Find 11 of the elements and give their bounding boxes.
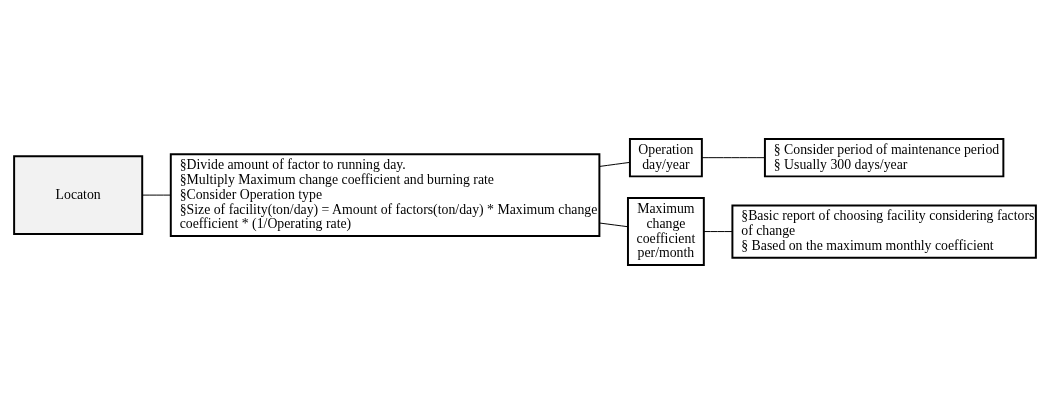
connector bbox=[141, 194, 172, 196]
connector bbox=[599, 161, 631, 167]
node-box: §Basic report of choosing facility considering factors of change § Based on the maximum monthly coefficient bbox=[731, 204, 1037, 259]
connector bbox=[703, 231, 733, 233]
node-box: Locaton bbox=[13, 155, 144, 235]
node-box: Operation day/year bbox=[628, 137, 703, 178]
node-box: §Divide amount of factor to running day. §Multiply Maximum change coefficient and burning rate §Consider Operation type §Size of facility(ton/day) = Amount of factors(ton/day) * Maximum change coefficient * (1/Operating rate) bbox=[169, 153, 601, 237]
connector bbox=[701, 157, 766, 159]
node-box: § Consider period of maintenance period § Usually 300 days/year bbox=[763, 137, 1005, 178]
connector bbox=[599, 222, 629, 228]
node-box: Maximum change coefficient per/month bbox=[626, 197, 705, 267]
